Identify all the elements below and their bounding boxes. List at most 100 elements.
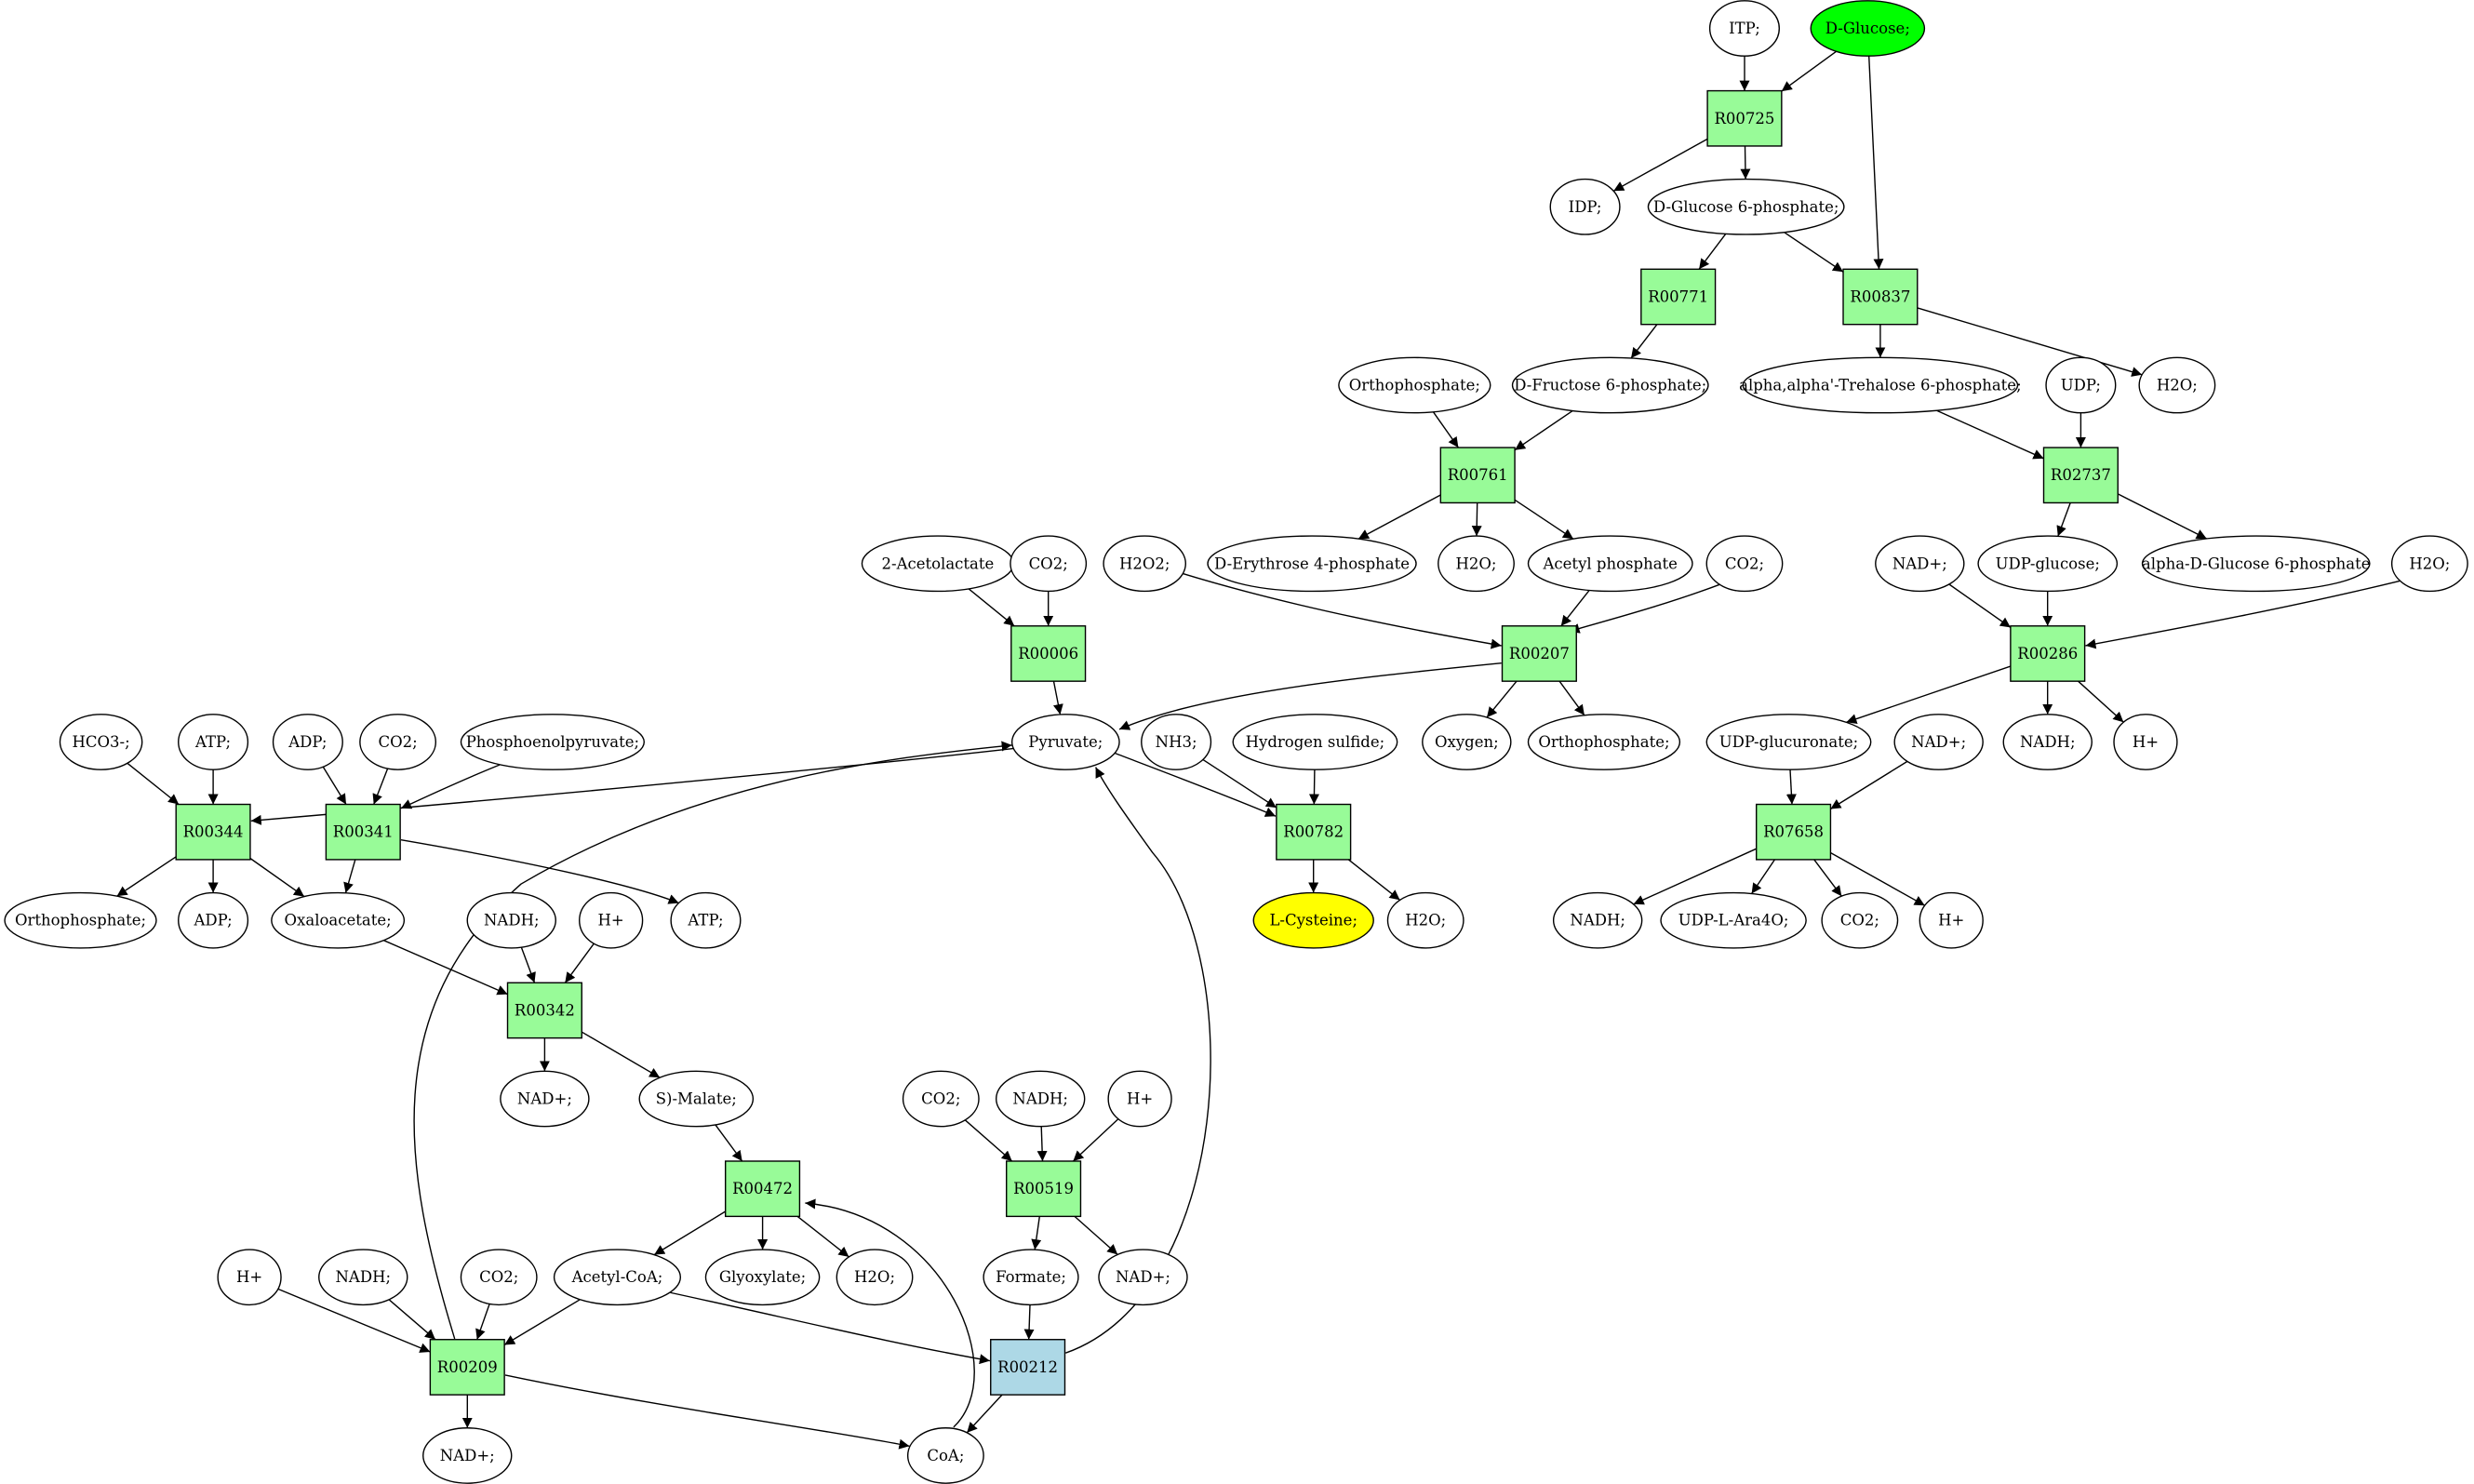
edge-co2_c-to-r00341 [372,768,389,805]
metabolite-hplus_a[interactable]: H+ [2113,714,2178,770]
reaction-r00207[interactable]: R00207 [1501,625,1577,682]
metabolite-udp[interactable]: UDP; [2045,356,2117,414]
metabolite-h2o_top[interactable]: H2O; [2138,356,2216,414]
metabolite-hplus_e[interactable]: H+ [217,1249,282,1306]
reaction-r00342[interactable]: R00342 [506,982,582,1039]
metabolite-label: CO2; [1840,912,1879,929]
reaction-r00725[interactable]: R00725 [1706,89,1783,147]
metabolite-smalate[interactable]: S)-Malate; [638,1070,755,1128]
reaction-r00341[interactable]: R00341 [325,803,401,861]
reaction-r00006[interactable]: R00006 [1010,625,1087,682]
reaction-r07658[interactable]: R07658 [1755,803,1832,861]
metabolite-ag6p[interactable]: alpha-D-Glucose 6-phosphate [2141,535,2371,593]
metabolite-acetylphos[interactable]: Acetyl phosphate [1527,535,1693,593]
metabolite-nadh_a[interactable]: NADH; [2002,714,2093,770]
metabolite-orthophos3[interactable]: Orthophosphate; [4,891,157,949]
metabolite-nadh_b[interactable]: NADH; [466,891,556,949]
reaction-r00519[interactable]: R00519 [1006,1160,1082,1218]
metabolite-h2o2[interactable]: H2O2; [1103,535,1186,593]
reaction-r00472[interactable]: R00472 [724,1160,801,1218]
metabolite-h2o_e[interactable]: H2O; [836,1249,914,1306]
metabolite-orthophos1[interactable]: Orthophosphate; [1338,356,1491,414]
edge-udpglucuronate-to-r07658 [1785,769,1797,805]
metabolite-acetolactate[interactable]: 2-Acetolactate [861,535,1015,593]
metabolite-nadh_e[interactable]: NADH; [318,1249,408,1306]
metabolite-udpglucose[interactable]: UDP-glucose; [1977,535,2119,593]
metabolite-hplus_c[interactable]: H+ [1919,891,1984,949]
metabolite-hplus_b[interactable]: H+ [579,891,644,949]
metabolite-h2o_d[interactable]: H2O; [1386,891,1464,949]
metabolite-idp[interactable]: IDP; [1549,178,1621,235]
metabolite-nadp_e[interactable]: NAD+; [422,1427,513,1484]
metabolite-nadp_a[interactable]: NAD+; [1875,535,1965,593]
metabolite-label: H2O; [854,1268,895,1286]
metabolite-shape [466,891,556,949]
reaction-r02737[interactable]: R02737 [2042,447,2119,504]
metabolite-glyoxylate[interactable]: Glyoxylate; [704,1249,821,1306]
metabolite-oxygen[interactable]: Oxygen; [1422,714,1512,770]
metabolite-co2_a[interactable]: CO2; [1010,535,1088,593]
reaction-r00286[interactable]: R00286 [2010,625,2086,682]
metabolite-co2_e[interactable]: CO2; [902,1070,980,1128]
reaction-box [1010,625,1087,682]
metabolite-label: Acetyl-CoA; [571,1268,663,1286]
metabolite-nadp_d[interactable]: NAD+; [1098,1249,1188,1306]
metabolite-udpglucuronate[interactable]: UDP-glucuronate; [1705,714,1872,770]
metabolite-shape [2045,356,2117,414]
metabolite-co2_d[interactable]: CO2; [1821,891,1899,949]
metabolite-pep[interactable]: Phosphoenolpyruvate; [460,714,645,770]
metabolite-label: Oxygen; [1435,733,1499,751]
metabolite-formate[interactable]: Formate; [983,1249,1079,1306]
reaction-r00771[interactable]: R00771 [1640,268,1717,326]
metabolite-hplus_d[interactable]: H+ [1107,1070,1172,1128]
edge-r07658-to-co2_d [1813,859,1842,897]
reaction-label: R00342 [515,1001,575,1019]
reaction-r00212[interactable]: R00212 [990,1339,1066,1396]
metabolite-pyruvate[interactable]: Pyruvate; [1010,714,1120,770]
metabolite-adp_b[interactable]: ADP; [178,891,249,949]
metabolite-itp[interactable]: ITP; [1708,0,1780,57]
edge-r02737-to-udpglucose [2056,502,2071,537]
metabolite-shape [359,714,437,770]
metabolite-acetylcoa[interactable]: Acetyl-CoA; [553,1249,682,1306]
metabolite-coa[interactable]: CoA; [906,1427,984,1484]
metabolite-shape [1338,356,1491,414]
metabolite-label: Formate; [996,1268,1066,1286]
metabolite-co2_b[interactable]: CO2; [1705,535,1784,593]
metabolite-shape [1821,891,1899,949]
metabolite-orthophos2[interactable]: Orthophosphate; [1527,714,1681,770]
metabolite-label: HCO3-; [73,733,130,751]
metabolite-f6p[interactable]: D-Fructose 6-phosphate; [1511,356,1709,414]
metabolite-dglucose[interactable]: D-Glucose; [1810,0,1926,57]
reaction-r00344[interactable]: R00344 [175,803,251,861]
metabolite-co2_c[interactable]: CO2; [359,714,437,770]
metabolite-nadh_c[interactable]: NADH; [1552,891,1643,949]
metabolite-nadp_c[interactable]: NAD+; [500,1070,590,1128]
metabolite-trehalose6p[interactable]: alpha,alpha'-Trehalose 6-phosphate; [1739,356,2022,414]
metabolite-atp_b[interactable]: ATP; [670,891,742,949]
metabolite-hco3[interactable]: HCO3-; [59,714,143,770]
metabolite-adp_a[interactable]: ADP; [272,714,343,770]
metabolite-nh3[interactable]: NH3; [1141,714,1212,770]
metabolite-shape [638,1070,755,1128]
reaction-r00761[interactable]: R00761 [1439,447,1516,504]
metabolite-lcysteine[interactable]: L-Cysteine; [1252,891,1374,949]
metabolite-g6p[interactable]: D-Glucose 6-phosphate; [1647,178,1845,235]
metabolite-h2s[interactable]: Hydrogen sulfide; [1232,714,1398,770]
reaction-r00782[interactable]: R00782 [1276,803,1352,861]
metabolite-udpara[interactable]: UDP-L-Ara4O; [1660,891,1807,949]
metabolite-h2o_b[interactable]: H2O; [1438,535,1515,593]
metabolite-atp_a[interactable]: ATP; [178,714,249,770]
metabolite-label: D-Fructose 6-phosphate; [1514,377,1706,394]
metabolite-nadh_d[interactable]: NADH; [995,1070,1086,1128]
reaction-box [2010,625,2086,682]
reaction-r00837[interactable]: R00837 [1842,268,1919,326]
metabolite-nadp_b[interactable]: NAD+; [1893,714,1984,770]
reaction-r00209[interactable]: R00209 [429,1339,505,1396]
metabolite-oxaloacetate[interactable]: Oxaloacetate; [271,891,406,949]
metabolite-h2o_c[interactable]: H2O; [2390,535,2468,593]
metabolite-e4p[interactable]: D-Erythrose 4-phosphate [1207,535,1417,593]
edge-dglucose-to-r00725 [1781,50,1837,92]
metabolite-co2_f[interactable]: CO2; [460,1249,538,1306]
